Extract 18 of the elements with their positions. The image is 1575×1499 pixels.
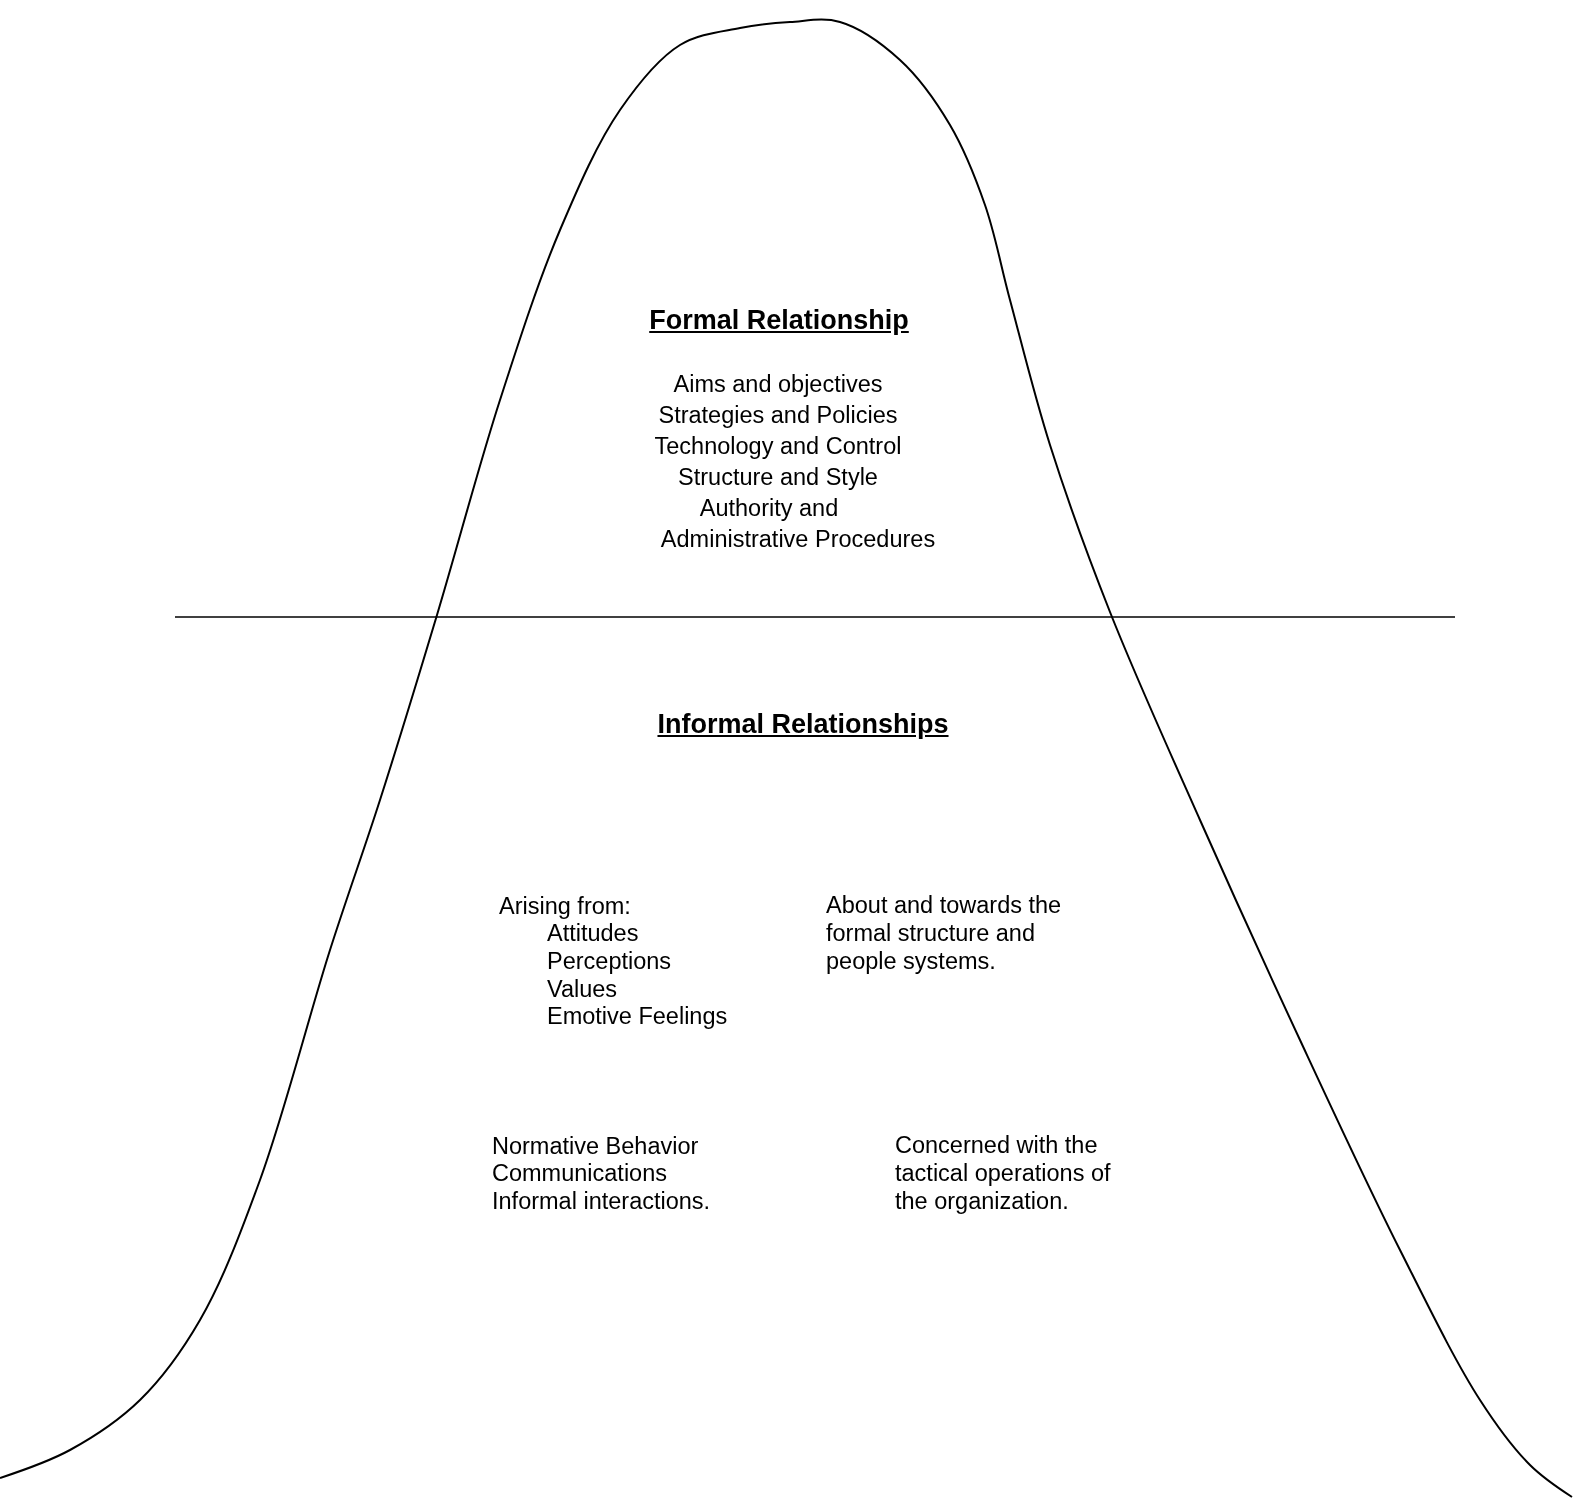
label-text: Attitudes [547,919,639,947]
label-text: Perceptions [547,947,672,975]
label-text: Arising from: [499,892,631,920]
label-text: Communications [492,1159,667,1187]
label-text: Values [547,975,618,1003]
label-text: Emotive Feelings [547,1002,728,1030]
label-text: Technology and Control [654,432,902,460]
label-text: Authority and [699,494,839,522]
label-text: About and towards the formal structure and people systems. [826,891,1063,975]
label-text: Concerned with the tactical operations of the organization. [895,1131,1112,1215]
label-text: Structure and Style [678,463,878,491]
section-heading: Informal Relationships [657,708,949,740]
label-text: Aims and objectives [673,370,883,398]
section-heading: Formal Relationship [649,304,909,336]
label-text: Administrative Procedures [660,525,936,553]
label-text: Normative Behavior [492,1132,699,1160]
label-text: Strategies and Policies [658,401,898,429]
label-text: Informal interactions. [492,1187,711,1215]
